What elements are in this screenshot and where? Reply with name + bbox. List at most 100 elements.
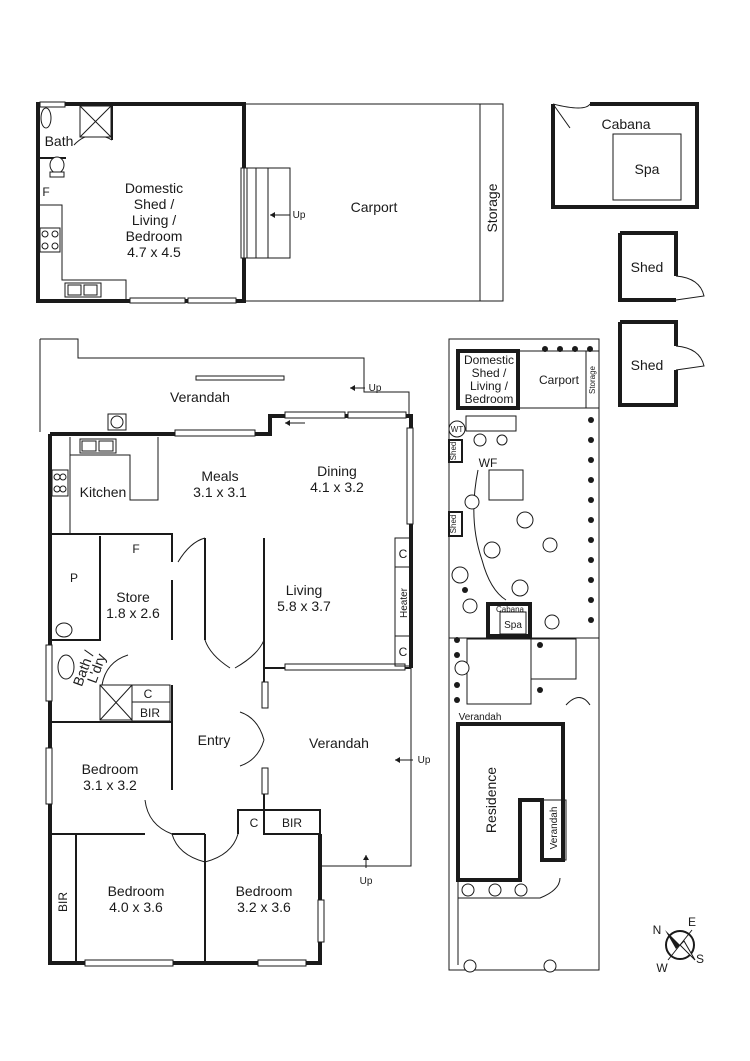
site-cabana [486,602,532,638]
toilet [55,622,73,638]
room-label-domestic-2: Shed / [134,196,175,212]
carport: Up Carport Storage [243,103,504,302]
cupboard [394,537,412,667]
site-label-wt: WT [451,425,464,434]
window [347,411,407,419]
room-label-shed: Shed [631,259,664,275]
room-size-store: 1.8 x 2.6 [106,605,160,621]
fridge-label: F [42,185,49,199]
verandah-outline [322,668,412,867]
site-verandah-side [541,799,567,861]
shrubs [454,346,594,703]
sink [64,282,102,298]
door-swing [675,275,705,301]
site-spa [499,611,527,635]
compass: N E W S [653,915,704,975]
built-in-robe [131,701,171,722]
site-shed-mid [448,511,463,537]
room-label-bedroom1: Bedroom [82,761,139,777]
site-shed-top [448,439,463,463]
site-label-residence: Residence [483,767,499,833]
wall-partition [50,533,173,562]
spa-outline [612,133,682,201]
room-size-bedroom1: 3.1 x 3.2 [83,777,137,793]
compass-s: S [696,952,704,966]
window [45,747,53,805]
window [39,101,66,108]
room-label-domestic-4: Bedroom [126,228,183,244]
window [406,427,414,525]
site-label-carport: Carport [539,373,580,387]
cooktop [51,469,69,497]
shed-walls [618,320,678,407]
garden-path [473,469,507,601]
shed-1: Shed [618,231,705,302]
cooktop [39,227,61,253]
cabana-walls [551,102,699,209]
room-label-storage: Storage [484,183,500,232]
bir-label-left: BIR [56,892,70,912]
up-label: Up [293,210,306,221]
site-path [465,415,517,432]
wall-partition [75,834,206,963]
site-label-storage: Storage [588,365,597,394]
door-swing [144,799,173,835]
storage-outline [479,103,504,302]
door-swing [675,345,705,371]
room-size-dining: 4.1 x 3.2 [310,479,364,495]
room-label-store: Store [116,589,150,605]
window [284,663,406,671]
heater-label: Heater [399,587,410,618]
compass-e: E [688,915,696,929]
door-swing [552,103,591,129]
room-label-dining: Dining [317,463,357,479]
up-label-top: Up [369,383,382,394]
sink [79,438,117,454]
room-label-verandah-mid: Verandah [309,735,369,751]
site-label-cabana: Cabana [496,605,525,614]
up-label-mid: Up [418,755,431,766]
window [174,429,256,437]
room-label-kitchen: Kitchen [80,484,127,500]
site-label-shed-top: Shed [449,442,458,461]
window [45,644,53,702]
cupboard-label: C [250,816,259,830]
room-size-bedroom3: 3.2 x 3.6 [237,899,291,915]
window [257,959,307,967]
site-label-wf: WF [479,456,498,470]
room-label-carport: Carport [351,199,398,215]
site-paving [530,638,577,680]
window [195,375,285,381]
fridge-label: F [132,542,139,556]
wall-partition [172,809,321,835]
door-swing [171,833,239,863]
room-label-verandah-top: Verandah [170,389,230,405]
trees [451,433,560,973]
site-storage [585,350,600,409]
gate [565,697,591,706]
site-label-domestic-4: Bedroom [465,392,514,406]
cabana: Cabana Spa [551,102,699,209]
window [284,411,346,419]
shed-2: Shed [618,320,705,407]
door-swing [204,639,265,669]
site-label-domestic-3: Living / [470,379,509,393]
bir-label: BIR [282,816,302,830]
site-label-shed-mid: Shed [449,515,458,534]
room-size-domestic: 4.7 x 4.5 [127,244,181,260]
site-label-domestic-1: Domestic [464,353,514,367]
site-label-domestic-2: Shed / [472,366,507,380]
site-plan: Domestic Shed / Living / Bedroom Carport… [448,338,600,973]
kitchen-bench [40,204,127,299]
site-paving [466,638,532,705]
basin [57,654,75,680]
driveway [457,877,561,965]
wall-partition [50,536,101,641]
site-feature [488,469,524,501]
wall-partition [50,722,173,835]
bir-label: BIR [140,706,160,720]
room-label-meals: Meals [201,468,238,484]
site-boundary [448,338,600,971]
